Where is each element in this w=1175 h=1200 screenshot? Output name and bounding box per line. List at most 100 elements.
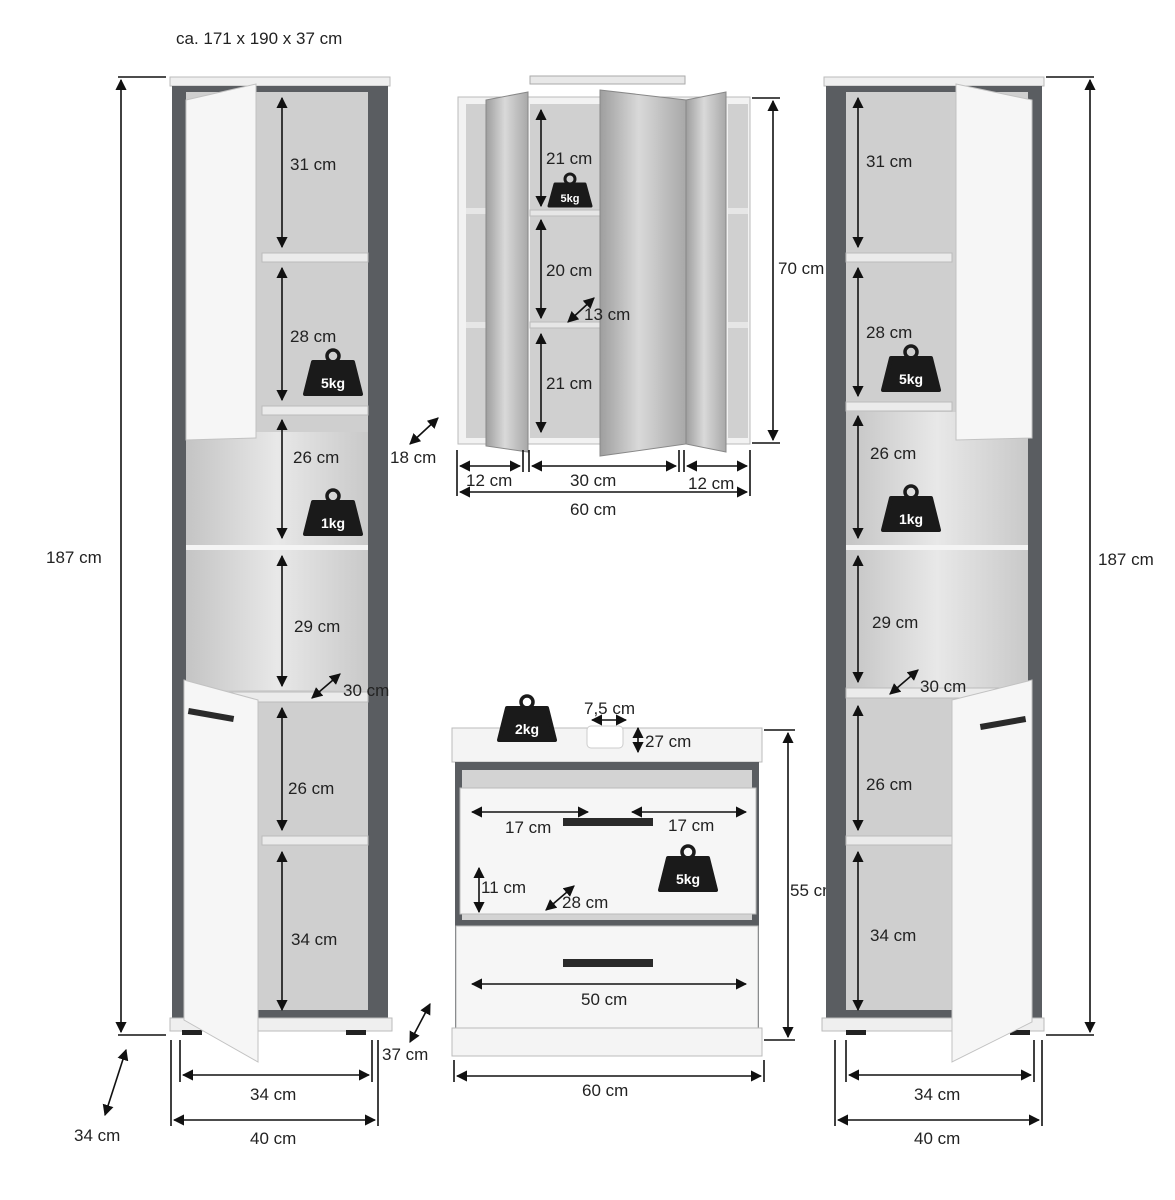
right-foot-2: [1010, 1030, 1030, 1035]
left-glass-shelf: [186, 545, 368, 550]
left-height-label: 187 cm: [46, 548, 102, 567]
right-weight-5kg-icon: 5kg: [881, 344, 941, 392]
vanity-height-label: 55 cm: [790, 881, 836, 900]
vanity-labels: 7,5 cm 27 cm 17 cm 17 cm 11 cm 28 cm 55 …: [382, 699, 836, 1100]
left-shelf-4: [261, 835, 369, 846]
vanity-weight-5kg-icon: 5kg: [658, 844, 718, 892]
vanity-width-label: 60 cm: [582, 1081, 628, 1100]
vanity-basin: [586, 725, 624, 749]
vanity-weight-2kg-icon: 2kg: [497, 694, 557, 742]
left-cabinet-top: [169, 76, 391, 87]
mirror-shelf-left-2: [466, 322, 486, 328]
vanity-drawer-height-label: 11 cm: [481, 878, 526, 897]
right-shelf-26b-label: 26 cm: [866, 775, 912, 794]
left-shelf-26b-label: 26 cm: [288, 779, 334, 798]
mirror-shelf-top-label: 21 cm: [546, 149, 592, 168]
right-upper-door: [955, 83, 1033, 441]
left-inner-width-label: 34 cm: [250, 1085, 296, 1104]
vanity-depth-label: 37 cm: [382, 1045, 428, 1064]
mirror-lamp: [529, 75, 686, 85]
svg-text:5kg: 5kg: [676, 871, 700, 887]
right-shelf-31-label: 31 cm: [866, 152, 912, 171]
left-weight-5kg-icon: 5kg: [303, 348, 363, 396]
mirror-side-left-label: 12 cm: [466, 471, 512, 490]
right-cabinet-labels: 187 cm 31 cm 28 cm 26 cm 29 cm 30 cm 26 …: [866, 152, 1154, 1148]
right-glass-shelf: [846, 545, 1028, 550]
right-door-handle: [979, 716, 1027, 730]
left-depth-inner-label: 30 cm: [343, 681, 389, 700]
mirror-weight-5kg-icon: 5kg: [547, 172, 593, 208]
vanity-drawer-right-label: 17 cm: [668, 816, 714, 835]
mirror-shelf-left-1: [466, 208, 486, 214]
mirror-cabinet-dimensions: [409, 97, 780, 498]
left-shelf-34-label: 34 cm: [291, 930, 337, 949]
left-door-handle: [187, 708, 235, 722]
vanity-upper-handle: [563, 818, 653, 826]
left-glass-section: [186, 432, 368, 690]
left-shelf-26a-label: 26 cm: [293, 448, 339, 467]
vanity-lower-handle: [563, 959, 653, 967]
right-depth-inner-label: 30 cm: [920, 677, 966, 696]
left-depth-label: 34 cm: [74, 1126, 120, 1145]
vanity-basin-height-label: 27 cm: [645, 732, 691, 751]
svg-text:1kg: 1kg: [321, 515, 345, 531]
right-foot-1: [846, 1030, 866, 1035]
left-shelf-2: [261, 405, 369, 416]
mirror-depth-label: 18 cm: [390, 448, 436, 467]
mirror-cabinet-labels: 21 cm 20 cm 13 cm 21 cm 70 cm 18 cm 12 c…: [390, 149, 824, 519]
mirror-interior-right: [728, 104, 748, 438]
svg-text:1kg: 1kg: [899, 511, 923, 527]
right-shelf-1: [845, 252, 953, 263]
vanity-drawer-depth-label: 28 cm: [562, 893, 608, 912]
right-shelf-2: [845, 401, 953, 412]
right-weight-1kg-icon: 1kg: [881, 484, 941, 532]
mirror-shelf-bottom-label: 21 cm: [546, 374, 592, 393]
right-shelf-34-label: 34 cm: [870, 926, 916, 945]
left-shelf-28-label: 28 cm: [290, 327, 336, 346]
right-height-label: 187 cm: [1098, 550, 1154, 569]
left-shelf-31-label: 31 cm: [290, 155, 336, 174]
left-foot-2: [346, 1030, 366, 1035]
mirror-side-right-label: 12 cm: [688, 474, 734, 493]
vanity-dimensions: [409, 714, 795, 1082]
left-shelf-1: [261, 252, 369, 263]
vanity-lower-drawer: [455, 925, 759, 1031]
mirror-center-label: 30 cm: [570, 471, 616, 490]
overall-size-label: ca. 171 x 190 x 37 cm: [176, 29, 342, 48]
left-upper-door: [185, 83, 257, 441]
vanity-lower-drawer-width-label: 50 cm: [581, 990, 627, 1009]
mirror-inner-depth-label: 13 cm: [584, 305, 630, 324]
right-tall-cabinet: [821, 76, 1045, 1063]
vanity-basin-width-label: 7,5 cm: [584, 699, 635, 718]
vanity-base: [451, 1027, 763, 1057]
right-inner-width-label: 34 cm: [914, 1085, 960, 1104]
mirror-interior-left: [466, 104, 486, 438]
right-glass-section: [846, 412, 1028, 690]
mirror-shelf-right-2: [728, 322, 748, 328]
vanity-drawer-left-label: 17 cm: [505, 818, 551, 837]
right-shelf-28-label: 28 cm: [866, 323, 912, 342]
right-cabinet-top: [823, 76, 1045, 87]
left-cabinet-dimensions: [102, 76, 379, 1126]
svg-text:2kg: 2kg: [515, 721, 539, 737]
mirror-shelf-mid-label: 20 cm: [546, 261, 592, 280]
left-weight-1kg-icon: 1kg: [303, 488, 363, 536]
mirror-door-center: [599, 89, 687, 457]
right-lower-door: [951, 679, 1033, 1063]
mirror-cabinet: [457, 75, 751, 457]
right-shelf-4: [845, 835, 953, 846]
right-shelf-26a-label: 26 cm: [870, 444, 916, 463]
right-outer-width-label: 40 cm: [914, 1129, 960, 1148]
left-shelf-29-label: 29 cm: [294, 617, 340, 636]
mirror-width-label: 60 cm: [570, 500, 616, 519]
left-lower-door: [183, 679, 259, 1063]
svg-text:5kg: 5kg: [899, 371, 923, 387]
left-foot-1: [182, 1030, 202, 1035]
svg-text:5kg: 5kg: [321, 375, 345, 391]
svg-text:5kg: 5kg: [561, 193, 580, 205]
mirror-door-right: [685, 91, 727, 453]
mirror-door-left: [485, 91, 529, 453]
right-shelf-29-label: 29 cm: [872, 613, 918, 632]
left-cabinet-labels: 187 cm 31 cm 28 cm 26 cm 29 cm 30 cm 26 …: [46, 155, 389, 1148]
